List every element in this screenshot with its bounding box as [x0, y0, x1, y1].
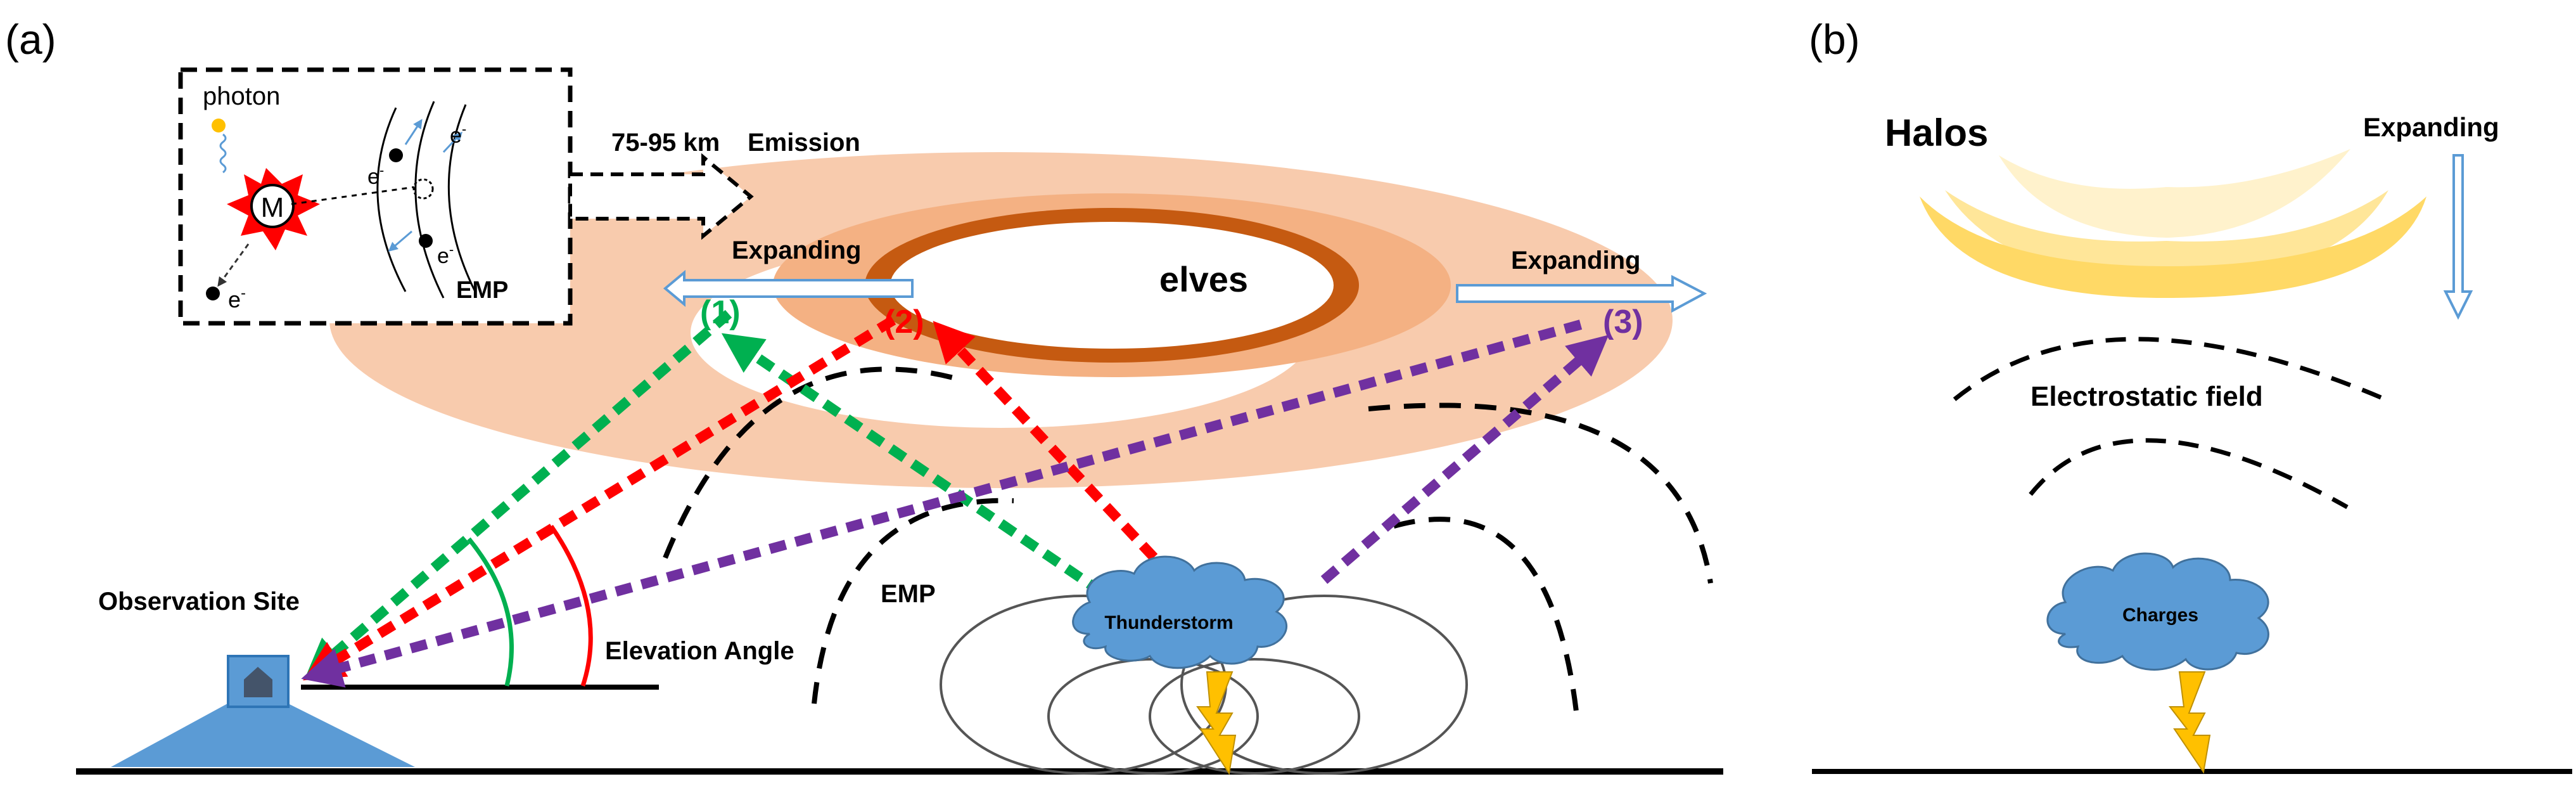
observation-site-label: Observation Site — [98, 588, 300, 616]
ray-2-up — [933, 321, 1176, 581]
inset-emp-wavefronts — [376, 101, 476, 299]
electron-drift-arrow-1 — [404, 119, 423, 145]
electrostatic-field-label: Electrostatic field — [2031, 381, 2263, 412]
expanding-down-arrow — [2443, 154, 2473, 320]
emp-arc-1 — [663, 366, 964, 559]
house-icon — [244, 667, 272, 697]
point-1-label: (1) — [700, 294, 741, 331]
panel-b-label: (b) — [1809, 16, 1860, 63]
halo-layer-1 — [1999, 149, 2350, 238]
expanding-left-label: Expanding — [732, 236, 861, 264]
expanding-right-arrow — [1456, 274, 1707, 313]
photon-wave-icon — [219, 133, 227, 174]
expanding-left-arrow — [663, 269, 914, 307]
thundercloud-icon — [1072, 555, 1288, 669]
expanding-b-label: Expanding — [2363, 112, 2499, 142]
emp-arc-4 — [1393, 517, 1580, 723]
elevation-arc-green — [467, 537, 514, 687]
inset-emp-label: EMP — [456, 277, 508, 304]
ray-2-down — [303, 316, 896, 681]
electron-drift-arrow-2 — [442, 131, 463, 153]
electron-label-2: e- — [450, 121, 466, 148]
molecule-label: M — [261, 192, 284, 223]
ray-1-down — [304, 309, 732, 680]
collision-path — [291, 186, 416, 205]
field-arc-1 — [1953, 337, 2387, 402]
emp-label: EMP — [881, 580, 936, 608]
lightning-bolt-icon — [1196, 671, 1237, 775]
observation-mound — [111, 688, 415, 767]
halos-label: Halos — [1885, 112, 1988, 154]
elevation-angle-label: Elevation Angle — [605, 637, 794, 665]
ejected-electron-dot — [206, 287, 220, 300]
field-arc-2 — [2029, 438, 2349, 510]
ray-1-up — [721, 333, 1106, 597]
expanding-right-label: Expanding — [1511, 247, 1640, 274]
electron-dot-1 — [389, 148, 403, 162]
ejected-electron-label: e- — [228, 285, 246, 313]
electron-label-1: e- — [367, 162, 384, 189]
photon-label: photon — [203, 82, 280, 110]
halo-layer-3 — [1920, 197, 2426, 298]
ray-3-up — [1320, 335, 1609, 584]
panel-a-label: (a) — [5, 16, 56, 63]
point-2-label: (2) — [884, 304, 924, 340]
electrostatic-field-lines — [1953, 337, 2387, 510]
electron-vacancy-icon — [412, 178, 434, 200]
electron-dot-2 — [419, 234, 433, 248]
electron-drift-arrow-3 — [388, 230, 412, 252]
electron-label-3: e- — [437, 242, 454, 268]
emp-arc-2 — [812, 498, 1014, 704]
point-3-label: (3) — [1603, 304, 1643, 340]
charges-label: Charges — [2122, 605, 2198, 626]
inset-pointer-arrow — [568, 153, 754, 240]
elves-ring — [329, 152, 1673, 488]
photon-dot — [212, 119, 226, 132]
molecule-circle — [250, 184, 295, 228]
halo-shapes — [1920, 149, 2426, 298]
thunderstorm-label: Thunderstorm — [1104, 612, 1233, 633]
altitude-label: 75-95 km — [611, 129, 720, 157]
emp-arc-3 — [1368, 403, 1713, 584]
emp-wavefronts — [663, 366, 1713, 723]
charge-cloud-icon — [2046, 552, 2269, 671]
lightning-bolt-b-icon — [2168, 671, 2211, 774]
elevation-arc-red — [549, 525, 593, 687]
elves-label: elves — [1159, 259, 1248, 299]
emission-label: Emission — [748, 129, 860, 157]
ray-3-down — [301, 319, 1583, 688]
